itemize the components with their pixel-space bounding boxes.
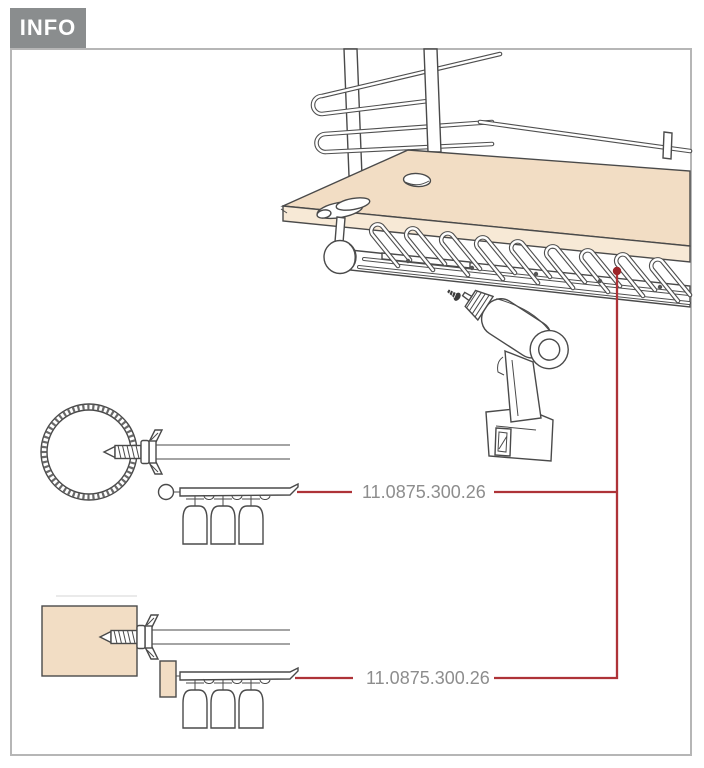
leader-line-bottom — [494, 271, 619, 680]
shelf-board — [280, 149, 691, 263]
screw-icon — [447, 289, 461, 301]
shelf-post-back — [423, 48, 442, 153]
glass-rack — [349, 224, 690, 308]
hanging-glasses-icon — [179, 667, 299, 729]
rack-screw-dots — [405, 258, 663, 290]
rail-clip — [662, 131, 673, 160]
leader-lines — [295, 266, 622, 680]
hanging-glasses-icon — [179, 483, 299, 545]
drill-bit — [461, 291, 473, 302]
rod-cross-section — [152, 444, 290, 460]
drill-body — [461, 289, 569, 370]
part-number-top: 11.0875.300.26 — [362, 482, 486, 502]
rod-cross-section — [145, 629, 290, 645]
wood-block — [159, 660, 177, 698]
shelf-unit-illustration — [280, 48, 693, 308]
info-label: INFO — [19, 15, 77, 40]
left-rail-wire — [310, 51, 503, 155]
detail-tube-mounting — [40, 403, 299, 545]
mounting-knob — [316, 197, 371, 275]
drill-icon — [447, 289, 569, 462]
detail-wood-mounting — [41, 595, 299, 729]
leader-dot — [612, 266, 622, 276]
info-tab: INFO — [10, 8, 86, 48]
hanger-knob — [157, 483, 175, 501]
drill-handle — [504, 349, 542, 423]
back-rail-wire — [477, 119, 693, 160]
part-number-bottom: 11.0875.300.26 — [366, 668, 490, 688]
